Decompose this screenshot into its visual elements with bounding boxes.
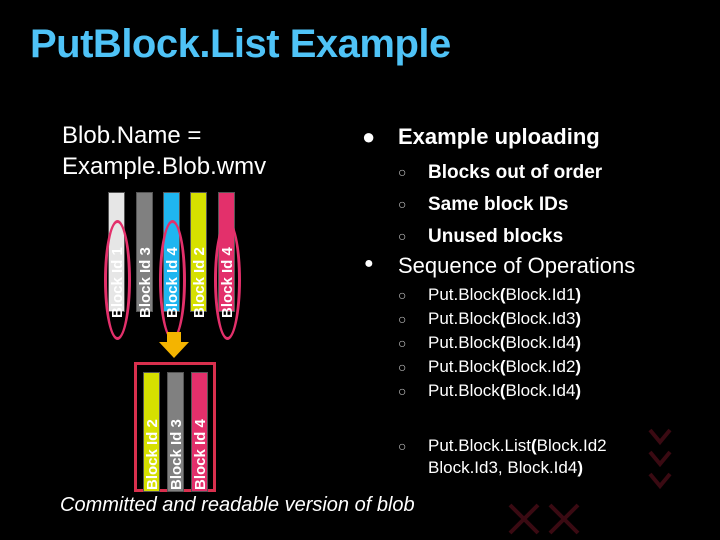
block-swatch [167,372,184,492]
block-label: Block Id 4 [164,247,181,318]
operation-arg: Block.Id2 [505,357,576,376]
operation-fn: Put.Block [428,381,500,400]
sub-bullet-circle: ○ [398,287,407,303]
operation-arg: Block.Id4 [505,381,576,400]
duplicate-block-highlight [214,220,241,340]
block-swatch [143,372,160,492]
block-label: Block Id 2 [144,419,161,490]
sub-bullet-circle: ○ [398,359,407,375]
block-label: Block Id 4 [192,419,209,490]
block-label: Block Id 3 [137,247,154,318]
example-heading: Example uploading [398,124,600,149]
final-fn: Put.Block.List [428,436,531,455]
sub-bullet-circle: ○ [398,164,407,180]
operation-item: Put.Block(Block.Id3) [428,309,582,328]
block-label: Block Id 2 [191,247,208,318]
operation-fn: Put.Block [428,333,500,352]
operation-item: Put.Block(Block.Id4) [428,381,582,400]
operation-arg: Block.Id4 [505,333,576,352]
operation-item: Put.Block(Block.Id1) [428,285,582,304]
block-swatch [190,192,207,312]
blob-name-label: Blob.Name = Example.Blob.wmv [62,120,266,182]
arrow-down-icon [159,332,189,358]
sub-bullet-circle: ○ [398,311,407,327]
operation-fn: Put.Block [428,309,500,328]
final-operation: Put.Block.List(Block.Id2 [428,436,607,455]
blob-name-line1: Blob.Name = [62,122,202,149]
operation-item: Put.Block(Block.Id2) [428,357,582,376]
sub-bullet-circle: ○ [398,438,407,454]
operation-arg: Block.Id1 [505,285,576,304]
sequence-heading: Sequence of Operations [398,253,636,278]
final-operation-cont: Block.Id3, Block.Id4) [428,458,583,477]
unused-block-highlight [104,220,131,340]
sub-bullet-circle: ○ [398,335,407,351]
example-item: Unused blocks [428,226,564,247]
operation-fn: Put.Block [428,357,500,376]
block-label: Block Id 4 [219,247,236,318]
bullet-dot: ● [362,124,376,149]
blob-name-line2: Example.Blob.wmv [62,153,267,180]
example-item: Blocks out of order [428,162,603,183]
block-label: Block Id 3 [168,419,185,490]
block-swatch [136,192,153,312]
bullet-dot: ● [364,255,374,272]
sub-bullet-circle: ○ [398,228,407,244]
slide-title: PutBlock.List Example [30,22,451,66]
footer-caption: Committed and readable version of blob [60,494,415,516]
operation-arg: Block.Id3 [505,309,576,328]
block-label: Block Id 1 [109,247,126,318]
sub-bullet-circle: ○ [398,196,407,212]
operation-fn: Put.Block [428,285,500,304]
sub-bullet-circle: ○ [398,383,407,399]
block-swatch [191,372,208,492]
final-args-line2: Block.Id3, Block.Id4 [428,458,578,477]
final-args-line1: Block.Id2 [536,436,607,455]
decorative-pattern [508,428,672,535]
example-item: Same block IDs [428,194,569,215]
operation-item: Put.Block(Block.Id4) [428,333,582,352]
